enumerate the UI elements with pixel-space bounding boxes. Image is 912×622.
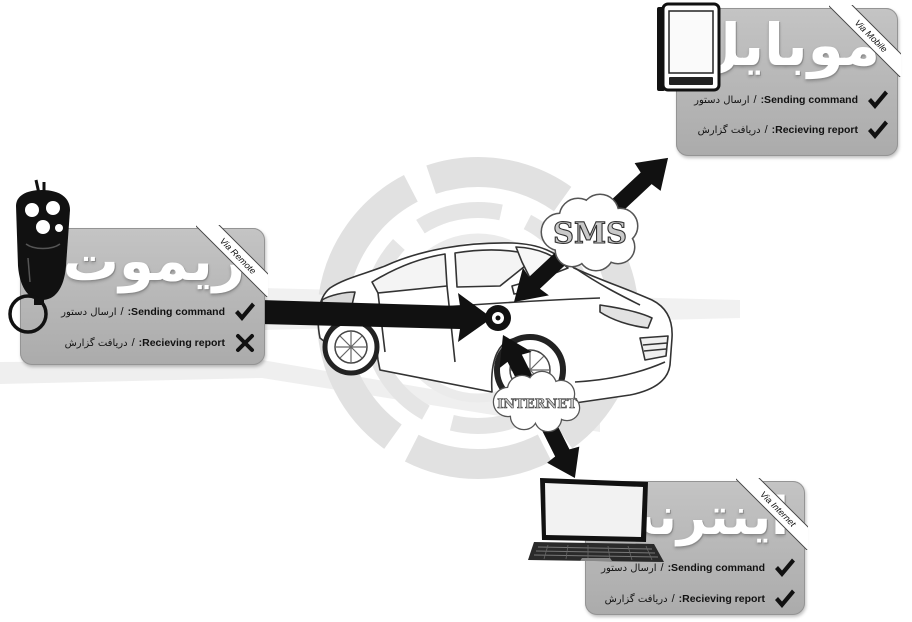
- car-grille: [639, 335, 669, 361]
- check-icon-glyph: [868, 120, 888, 139]
- sms-bubble: SMS: [540, 193, 639, 272]
- remote-ribbon: Via Remote: [196, 225, 268, 297]
- car-front-window: [454, 249, 531, 288]
- check-icon: [868, 120, 888, 140]
- separator: /: [753, 94, 757, 106]
- remote-ribbon-label: Via Remote: [196, 225, 268, 297]
- internet-bubble: INTERNET: [492, 370, 581, 433]
- report-label-en: :Recieving report: [138, 337, 225, 349]
- mobile-phone-icon: [657, 2, 721, 92]
- separator: /: [764, 124, 768, 136]
- mobile-ribbon: Via Mobile: [829, 5, 901, 77]
- internet-ribbon: Via Internet: [736, 478, 808, 550]
- internet-ribbon-label: Via Internet: [736, 478, 808, 550]
- target-dot-icon: [485, 305, 511, 331]
- mobile-report-row: دریافت گزارش / :Recieving report: [698, 119, 888, 141]
- car-rear-window: [371, 253, 448, 294]
- check-icon: [868, 90, 888, 110]
- send-label-fa: ارسال دستور: [694, 94, 750, 106]
- cross-icon: [235, 333, 255, 353]
- internet-label: INTERNET: [497, 397, 577, 412]
- remote-arrow: [260, 293, 492, 342]
- check-icon: [775, 558, 795, 578]
- report-label-fa: دریافت گزارش: [604, 593, 668, 605]
- send-label-fa: ارسال دستور: [61, 306, 117, 318]
- check-icon: [775, 589, 795, 609]
- report-label-fa: دریافت گزارش: [64, 337, 128, 349]
- car-remote-key-icon: [8, 179, 70, 334]
- mobile-send-row: ارسال دستور / :Sending command: [694, 89, 888, 111]
- cross-icon-glyph: [236, 334, 254, 352]
- separator: /: [671, 593, 675, 605]
- car-rear-wheel: [322, 318, 380, 376]
- check-icon-glyph: [775, 589, 795, 608]
- send-label-en: :Sending command: [760, 94, 858, 106]
- report-label-en: :Recieving report: [678, 593, 765, 605]
- remote-report-row: دریافت گزارش / :Recieving report: [65, 332, 255, 354]
- send-label-en: :Sending command: [667, 562, 765, 574]
- car-headlight: [599, 304, 653, 329]
- internet-send-row: ارسال دستور / :Sending command: [601, 557, 795, 579]
- sms-label: SMS: [553, 216, 627, 250]
- separator: /: [660, 562, 664, 574]
- remote-send-row: ارسال دستور / :Sending command: [61, 301, 255, 323]
- send-label-fa: ارسال دستور: [601, 562, 657, 574]
- internet-report-row: دریافت گزارش / :Recieving report: [605, 588, 795, 610]
- mobile-ribbon-label: Via Mobile: [829, 5, 901, 77]
- check-icon-glyph: [775, 558, 795, 577]
- send-label-en: :Sending command: [127, 306, 225, 318]
- check-icon: [235, 302, 255, 322]
- check-icon-glyph: [235, 302, 255, 321]
- check-icon-glyph: [868, 90, 888, 109]
- report-label-fa: دریافت گزارش: [697, 124, 761, 136]
- laptop-icon: [528, 478, 664, 562]
- separator: /: [131, 337, 135, 349]
- report-label-en: :Recieving report: [771, 124, 858, 136]
- separator: /: [120, 306, 124, 318]
